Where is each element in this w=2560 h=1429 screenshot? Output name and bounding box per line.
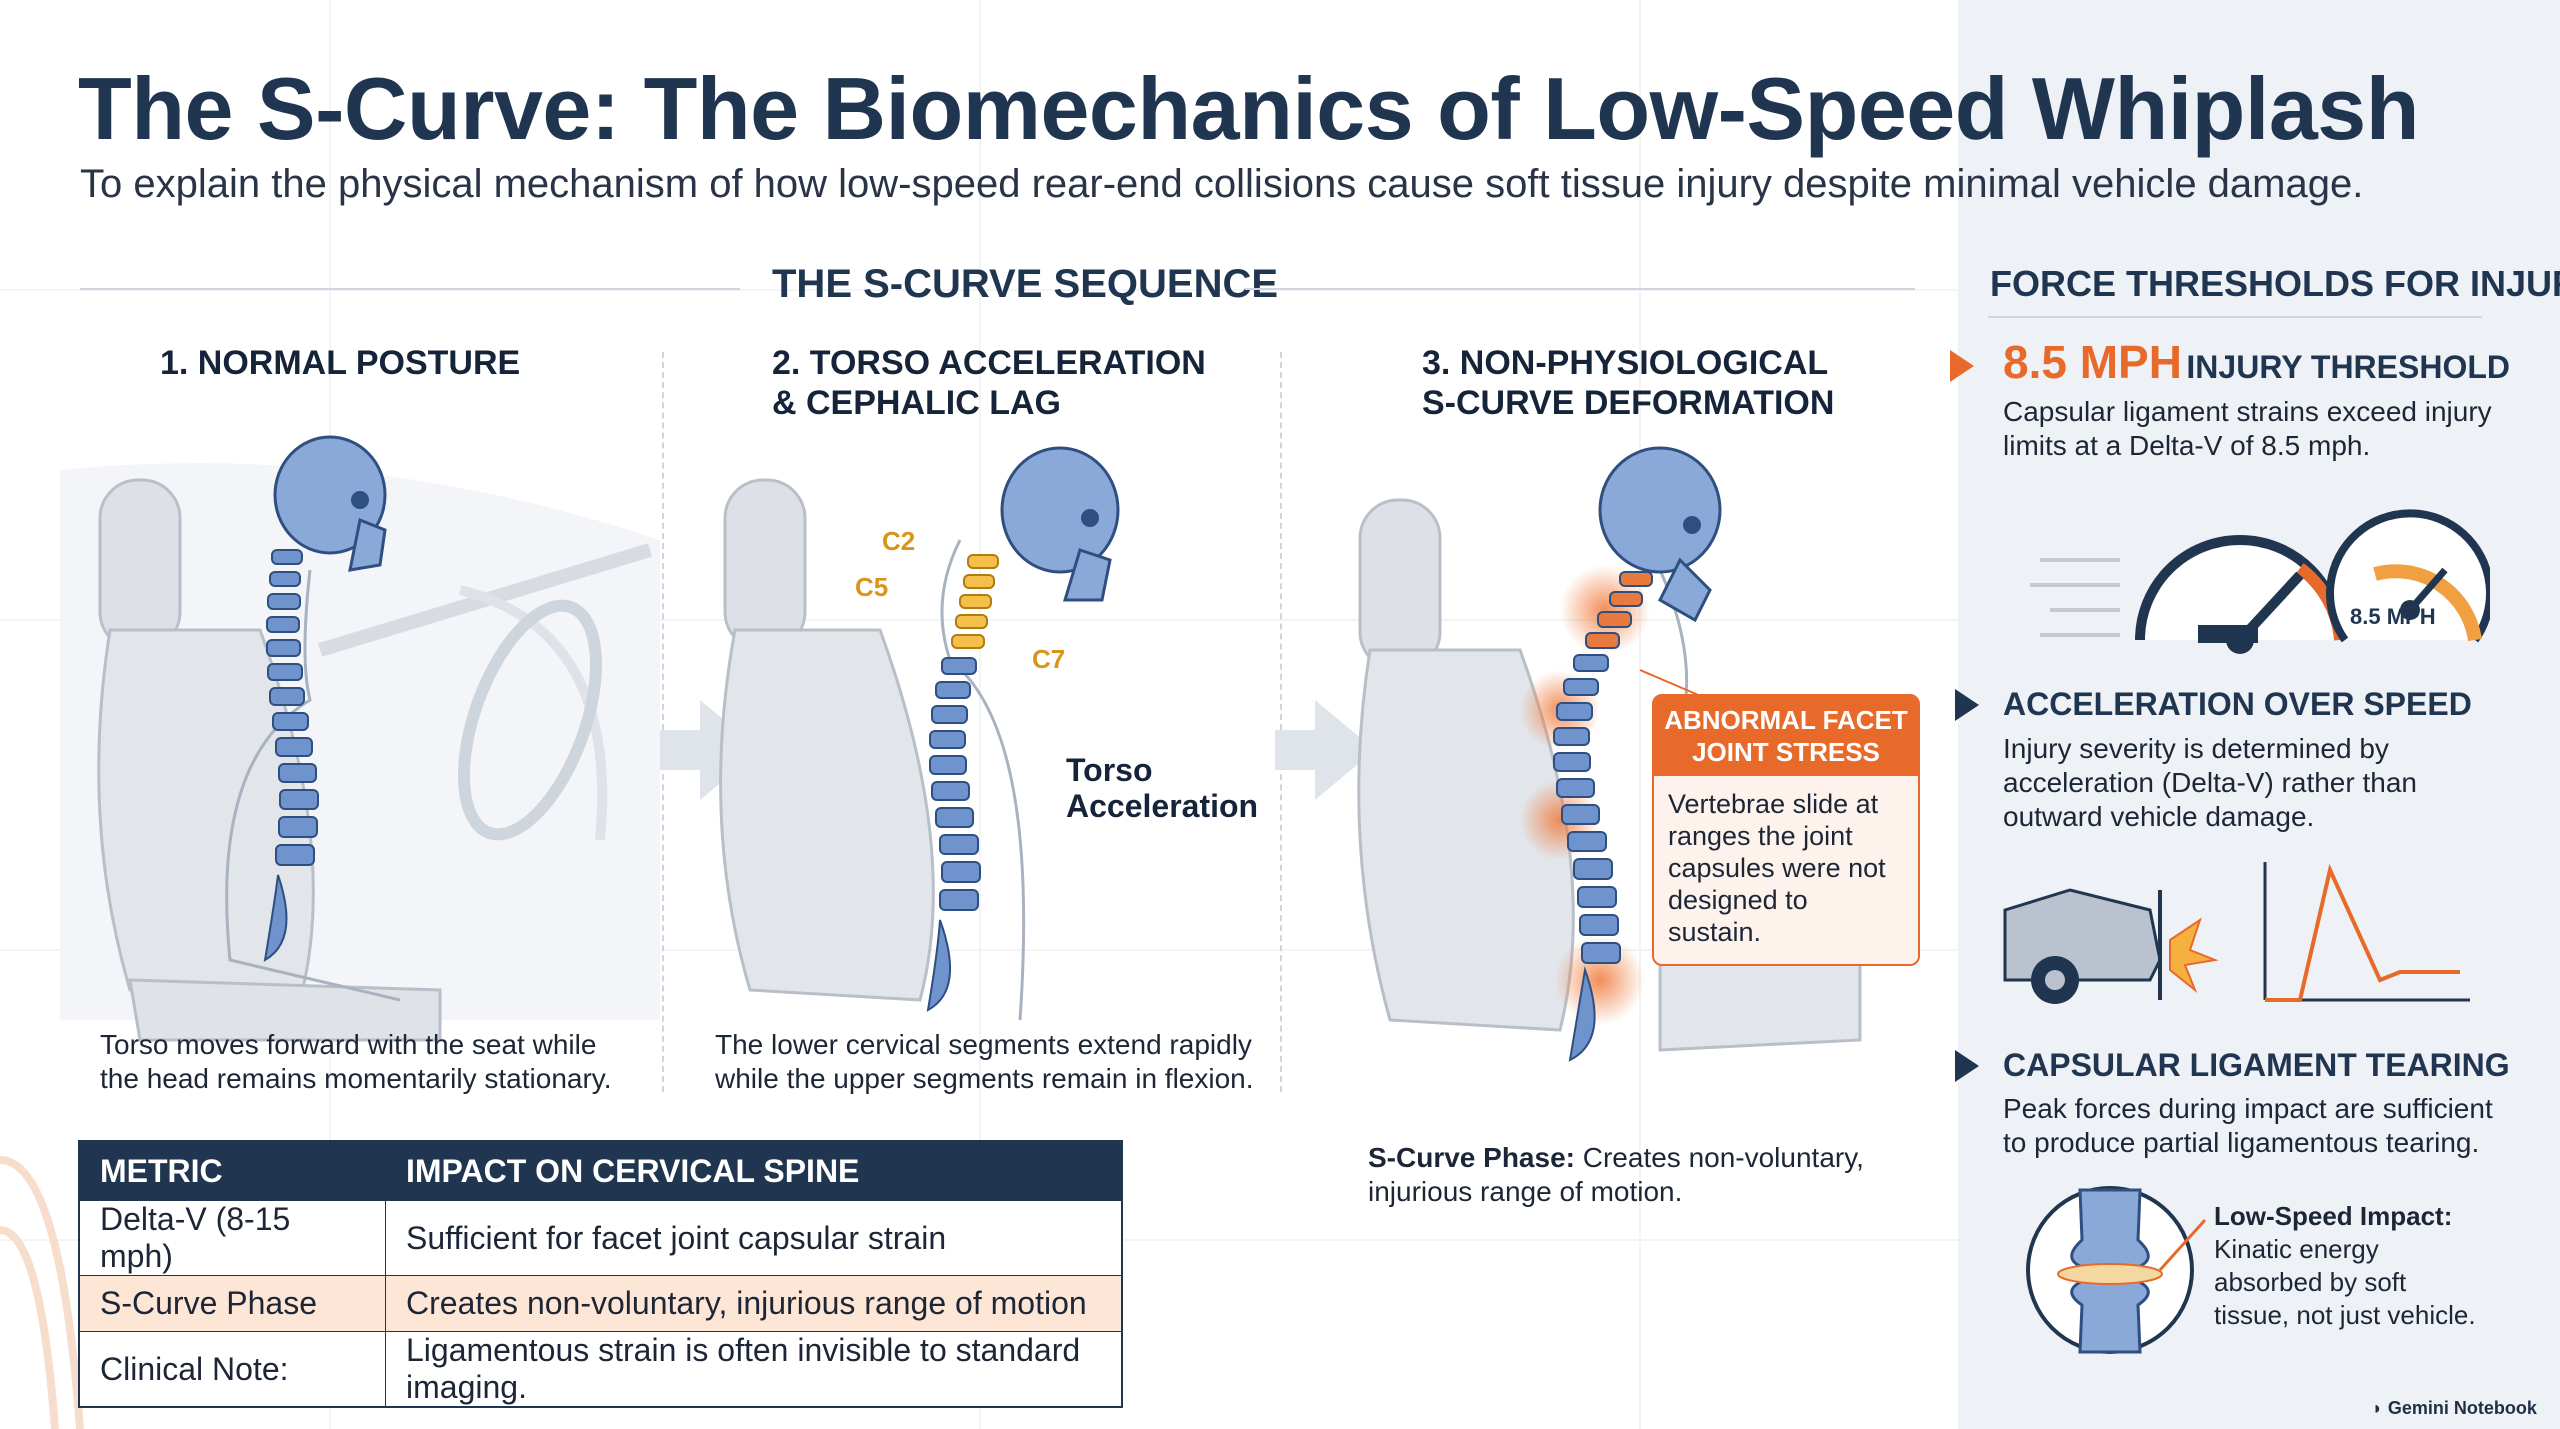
table-cell: Sufficient for facet joint capsular stra… — [385, 1200, 1121, 1276]
heading-rule-right — [1245, 288, 1915, 290]
watermark: ◗ Gemini Notebook — [2372, 1398, 2537, 1419]
table-header-metric: METRIC — [80, 1142, 386, 1201]
step-divider — [1280, 352, 1282, 1092]
spine-icon — [926, 657, 981, 1012]
facet-stress-callout: ABNORMAL FACET JOINT STRESS Vertebrae sl… — [1652, 694, 1920, 966]
page-subtitle: To explain the physical mechanism of how… — [80, 162, 2364, 206]
triangle-icon — [1955, 1050, 1979, 1082]
collision-graph-icon — [2003, 862, 2470, 1004]
callout-title: ABNORMAL FACET JOINT STRESS — [1654, 696, 1918, 776]
injury-threshold-heading: 8.5 MPH INJURY THRESHOLD — [2003, 335, 2510, 389]
skull-icon — [1598, 446, 1722, 623]
cervical-highlight — [951, 554, 999, 649]
step-3-caption: S-Curve Phase: Creates non-voluntary, in… — [1368, 1141, 1864, 1209]
speedometer-icon — [2030, 509, 2490, 654]
torso-acceleration-label: Torso Acceleration — [1066, 752, 1259, 824]
table-cell: Creates non-voluntary, injurious range o… — [385, 1275, 1121, 1332]
heading-rule-left — [80, 288, 740, 290]
vertebra-label-c5: C5 — [855, 572, 889, 602]
sparkle-icon: ◗ — [2372, 1398, 2388, 1418]
sidebar-panel — [1958, 0, 2560, 1429]
threshold-value: 8.5 MPH — [2003, 336, 2182, 388]
sequence-heading: THE S-CURVE SEQUENCE — [772, 262, 1279, 306]
note-body: Kinatic energy absorbed by soft tissue, … — [2214, 1234, 2476, 1330]
callout-body: Vertebrae slide at ranges the joint caps… — [1668, 789, 1886, 947]
car-seat-icon — [97, 478, 442, 1042]
vertebra-label-c2: C2 — [882, 526, 916, 556]
table-header-impact: IMPACT ON CERVICAL SPINE — [385, 1142, 1121, 1201]
body-outline — [940, 539, 1026, 1021]
spine-icon — [1553, 571, 1653, 1062]
threshold-body: Capsular ligament strains exceed injury … — [2003, 396, 2492, 461]
car-seat-icon — [1357, 498, 1862, 1052]
right-arrow-icon — [1275, 700, 1375, 800]
skull-icon — [273, 435, 387, 572]
table-row: S-Curve Phase Creates non-voluntary, inj… — [80, 1275, 1121, 1332]
threshold-title: INJURY THRESHOLD — [2186, 349, 2510, 385]
sidebar-heading-rule — [1988, 316, 2482, 318]
table-cell: Clinical Note: — [80, 1331, 386, 1406]
step-3-title: 3. NON-PHYSIOLOGICAL S-CURVE DEFORMATION — [1422, 344, 1835, 422]
car-seat-icon — [719, 478, 935, 1002]
step-3-caption-label: S-Curve Phase: — [1368, 1142, 1575, 1173]
sequence-illustration — [60, 435, 1862, 1062]
ligament-heading: CAPSULAR LIGAMENT TEARING — [2003, 1047, 2510, 1083]
step-2-title: 2. TORSO ACCELERATION & CEPHALIC LAG — [772, 344, 1206, 422]
gauge-label: 8.5 MPH — [2350, 604, 2436, 629]
right-arrow-icon — [660, 700, 760, 800]
low-speed-note: Low-Speed Impact: Kinatic energy absorbe… — [2214, 1200, 2476, 1332]
table-cell: Delta-V (8-15 mph) — [80, 1200, 386, 1276]
skull-icon — [1000, 446, 1120, 602]
table-cell: S-Curve Phase — [80, 1275, 386, 1332]
orange-triangle-icon — [1950, 350, 1974, 382]
metric-table: METRIC IMPACT ON CERVICAL SPINE Delta-V … — [78, 1140, 1123, 1408]
table-row: Clinical Note: Ligamentous strain is oft… — [80, 1331, 1121, 1406]
knee-joint-icon — [2026, 1186, 2207, 1354]
acceleration-heading: ACCELERATION OVER SPEED — [2003, 686, 2472, 722]
step-3-caption-text: Creates non-voluntary, injurious range o… — [1368, 1142, 1864, 1207]
step-1-title: 1. NORMAL POSTURE — [160, 344, 521, 382]
vertebra-label-c7: C7 — [1032, 644, 1066, 674]
triangle-icon — [1955, 689, 1979, 721]
step-1-caption: Torso moves forward with the seat while … — [100, 1029, 612, 1094]
step-2-caption: The lower cervical segments extend rapid… — [715, 1029, 1254, 1094]
ligament-body: Peak forces during impact are sufficient… — [2003, 1093, 2493, 1158]
watermark-text: Gemini Notebook — [2387, 1398, 2537, 1418]
sidebar-heading: FORCE THRESHOLDS FOR INJURY — [1990, 263, 2560, 304]
table-row: Delta-V (8-15 mph) Sufficient for facet … — [80, 1200, 1121, 1276]
spine-icon — [263, 549, 319, 962]
acceleration-body: Injury severity is determined by acceler… — [2003, 733, 2417, 832]
page-title: The S-Curve: The Biomechanics of Low-Spe… — [78, 59, 2420, 158]
step-divider — [662, 352, 664, 1092]
note-title: Low-Speed Impact: — [2214, 1201, 2453, 1231]
table-cell: Ligamentous strain is often invisible to… — [385, 1331, 1121, 1406]
